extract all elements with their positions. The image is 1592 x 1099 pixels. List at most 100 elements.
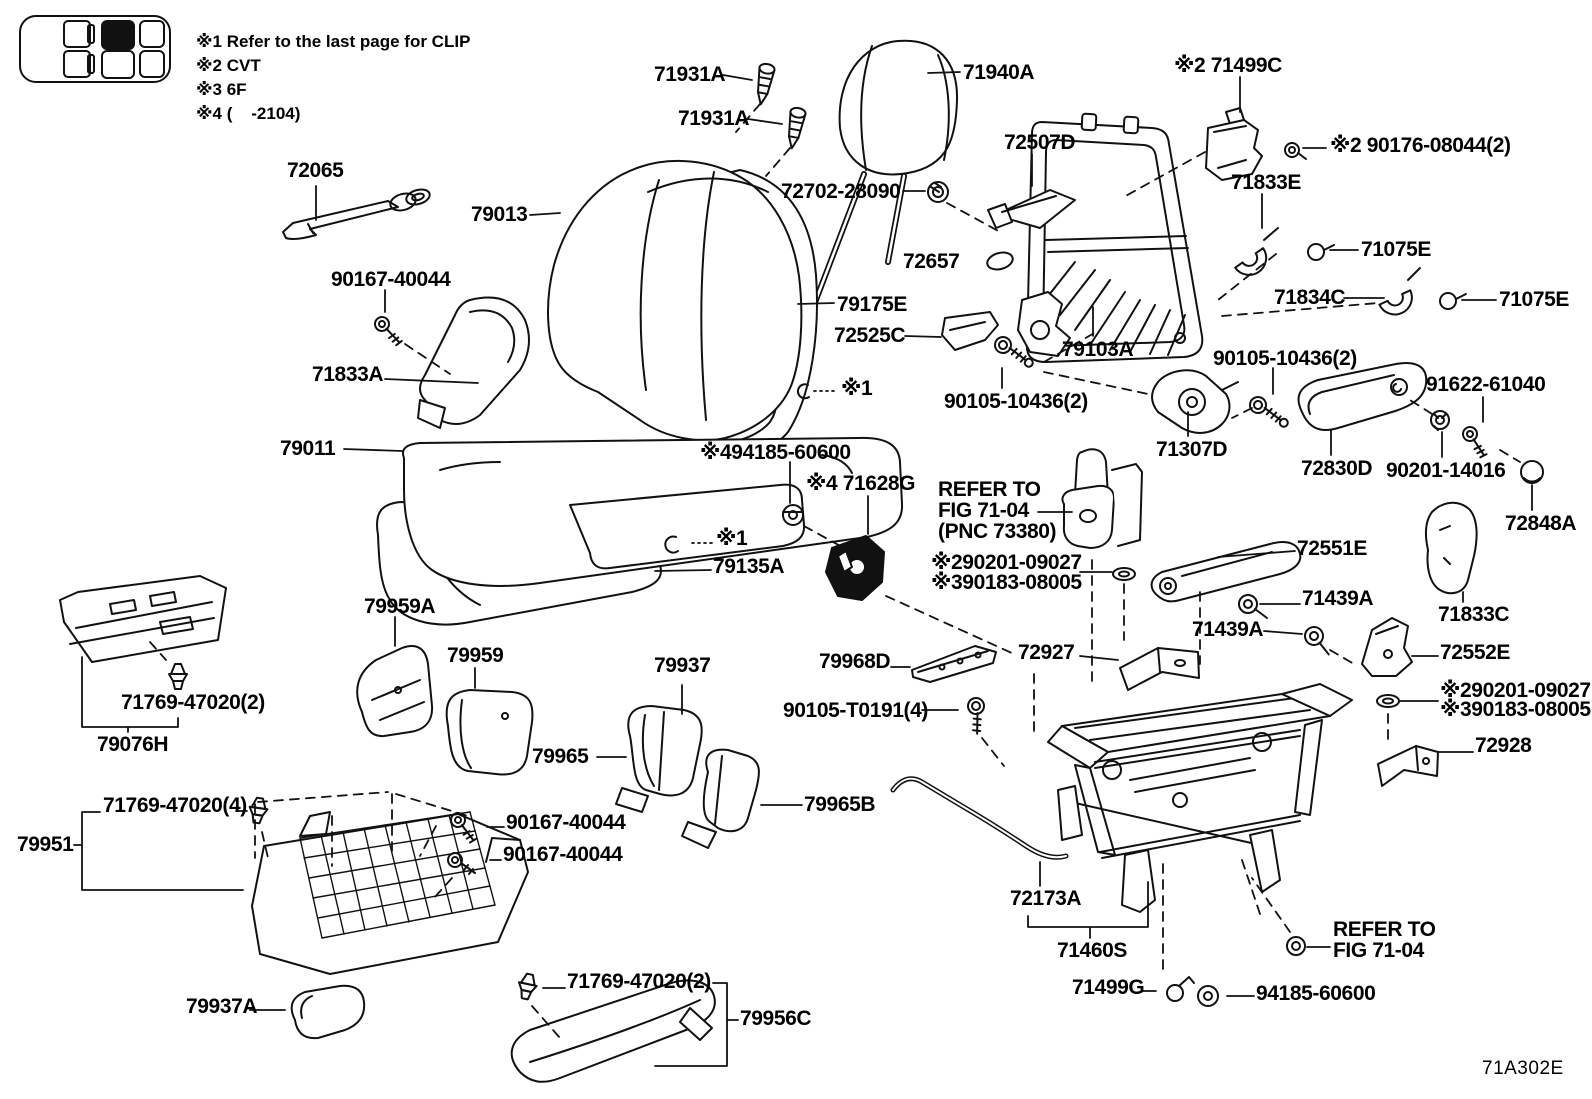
part-label-79965b: 79965B (804, 793, 876, 816)
bracket-71307d-drawing (1152, 370, 1238, 433)
legend-note-1: ※1 Refer to the last page for CLIP (196, 32, 471, 51)
part-label-90167-40044-1: 90167-40044 (331, 268, 451, 291)
part-label-90183-08005-l: ※390183-08005 (931, 571, 1082, 594)
part-label-71439a-1: 71439A (1302, 587, 1374, 610)
part-label-72065: 72065 (287, 159, 344, 182)
part-label-72525c: 72525C (834, 324, 906, 347)
part-label-494185-60600: ※494185-60600 (700, 441, 851, 464)
part-label-71931a-2: 71931A (678, 107, 750, 130)
cover-71833c-drawing (1426, 503, 1477, 593)
cover-79965-drawing (616, 706, 702, 812)
part-label-79011: 79011 (280, 437, 336, 460)
part-label-71833c: 71833C (1438, 603, 1510, 626)
headrest-guide-drawings (752, 61, 808, 151)
part-label-79103a: 79103A (1062, 338, 1134, 361)
part-label-90201-14016: 90201-14016 (1386, 459, 1506, 482)
part-label-72552e: 72552E (1440, 641, 1511, 664)
part-label-71833e: 71833E (1231, 171, 1302, 194)
part-label-71769-47020-2b: 71769-47020(2) (567, 970, 711, 993)
part-label-71833a: 71833A (312, 363, 384, 386)
strap-72065-drawing (283, 187, 431, 239)
part-label-71769-47020-4: 71769-47020(4) (103, 794, 247, 817)
part-label-79965: 79965 (532, 745, 589, 768)
nut-72702-drawing (928, 182, 948, 202)
leader-lines (74, 72, 1532, 1066)
part-label-79956c: 79956C (740, 1007, 812, 1030)
cushion-frame-drawing (1048, 684, 1352, 912)
part-label-71499g: 71499G (1072, 976, 1145, 999)
bracket-72928-drawing (1378, 746, 1438, 786)
part-label-79968d: 79968D (819, 650, 891, 673)
legend-notes: ※1 Refer to the last page for CLIP ※2 CV… (196, 30, 470, 126)
part-label-72551e: 72551E (1297, 537, 1368, 560)
part-label-71769-47020-2a: 71769-47020(2) (121, 691, 265, 714)
part-label-ref1-b: ※1 (716, 527, 748, 550)
part-label-79135a: 79135A (713, 555, 785, 578)
legend-note-2: ※2 CVT (196, 56, 261, 75)
part-label-71931a-1: 71931A (654, 63, 726, 86)
part-label-72657: 72657 (903, 250, 960, 273)
part-label-90183-08005-r: ※390183-08005 (1440, 698, 1591, 721)
part-label-79076h: 79076H (97, 733, 169, 756)
latch-71499c-drawing (1206, 108, 1306, 180)
part-label-90105-10436-l: 90105-10436(2) (944, 390, 1088, 413)
cover-79959a-drawing (357, 646, 432, 736)
arm-72551e-drawing (1152, 542, 1301, 601)
bezel-71833a-drawing (418, 298, 529, 429)
legend-note-4: ※4 ( -2104) (196, 104, 301, 123)
pad-79937a-drawing (292, 986, 365, 1038)
cover-79959-drawing (447, 690, 533, 774)
part-label-90167-40044-3: 90167-40044 (503, 843, 623, 866)
part-label-72173a: 72173A (1010, 887, 1082, 910)
part-label-ref1-a: ※1 (841, 377, 873, 400)
fastener-drawings (371, 315, 1543, 1007)
part-label-90201-09027-r: ※290201-09027 (1440, 679, 1591, 702)
part-label-79951: 79951 (17, 833, 74, 856)
part-label-71628g: ※4 71628G (806, 472, 916, 495)
figure-code: 71A302E (1482, 1058, 1564, 1079)
part-label-79937a: 79937A (186, 995, 258, 1018)
armrest-72830d-drawing (1299, 363, 1427, 430)
part-label-79937: 79937 (654, 654, 711, 677)
hook-clip-drawings (1234, 228, 1466, 322)
part-label-refer2-l1: REFER TO (1333, 918, 1436, 941)
legend-note-3: ※3 6F (196, 80, 247, 99)
part-label-72848a: 72848A (1505, 512, 1577, 535)
part-label-79013: 79013 (471, 203, 528, 226)
part-label-79175e: 79175E (837, 293, 908, 316)
part-label-79959a: 79959A (364, 595, 436, 618)
part-label-71307d: 71307D (1156, 438, 1228, 461)
board-79076h-drawing (60, 576, 226, 690)
wire-72173a-drawing (893, 779, 1066, 858)
bracket-72525c-drawing (942, 312, 998, 350)
part-label-90105-10436-r: 90105-10436(2) (1213, 347, 1357, 370)
part-label-71075e-1: 71075E (1361, 238, 1432, 261)
part-label-91622-61040: 91622-61040 (1426, 373, 1546, 396)
pad-79956c-drawing (512, 980, 715, 1081)
bracket-71628g-drawing (826, 536, 884, 600)
part-label-72507d: 72507D (1004, 131, 1076, 154)
part-label-72830d: 72830D (1301, 457, 1373, 480)
part-label-72702-28090: 72702-28090 (781, 180, 901, 203)
seat-cushion-drawing (377, 384, 902, 624)
part-label-79959: 79959 (447, 644, 504, 667)
strip-79968d-drawing (912, 646, 996, 682)
part-label-90105-t0191: 90105-T0191(4) (783, 699, 928, 722)
seat-back-drawing (548, 161, 817, 446)
part-label-94185-60600: 94185-60600 (1256, 982, 1376, 1005)
part-label-71499c: ※2 71499C (1174, 54, 1282, 77)
part-label-90201-09027-l: ※290201-09027 (931, 551, 1082, 574)
part-label-refer1-l2: FIG 71-04 (938, 499, 1029, 522)
seat-back-frame-drawing (1018, 114, 1202, 362)
part-label-refer2-l2: FIG 71-04 (1333, 939, 1424, 962)
buckle-drawing (1062, 449, 1142, 548)
part-label-71075e-2: 71075E (1499, 288, 1570, 311)
part-label-refer1-l1: REFER TO (938, 478, 1041, 501)
dashed-lines (150, 104, 1520, 1038)
part-label-refer1-l3: (PNC 73380) (938, 520, 1057, 543)
dotted-leaders (692, 391, 838, 543)
part-label-71439a-2: 71439A (1192, 618, 1264, 641)
part-label-90167-40044-2: 90167-40044 (506, 811, 626, 834)
seat-position-icon (20, 16, 170, 82)
